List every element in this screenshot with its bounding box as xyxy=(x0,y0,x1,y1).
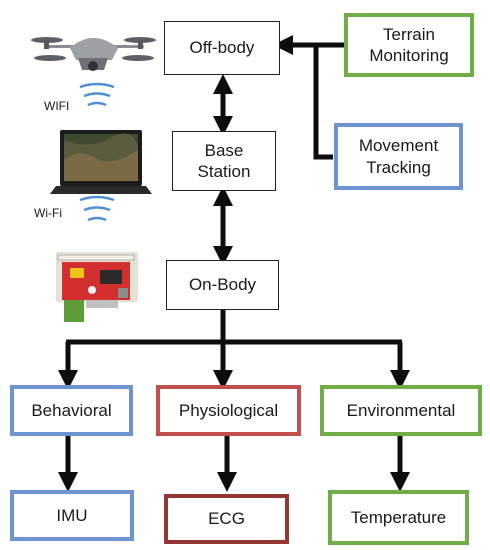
circuit-board-photo xyxy=(56,252,138,322)
movement-offbody-connector xyxy=(313,45,333,160)
base-station-label: Base Station xyxy=(197,140,251,181)
laptop-wifi-icon xyxy=(79,195,115,222)
behavioral-label: Behavioral xyxy=(31,400,112,420)
movement-tracking-node: Movement Tracking xyxy=(334,123,463,190)
movement-tracking-label: Movement Tracking xyxy=(358,136,439,177)
physiological-node: Physiological xyxy=(156,385,301,436)
temperature-label: Temperature xyxy=(350,507,447,527)
laptop-link-caption: Wi-Fi xyxy=(34,206,62,220)
physiological-label: Physiological xyxy=(178,400,279,420)
behavioral-node: Behavioral xyxy=(10,385,133,436)
temperature-node: Temperature xyxy=(328,490,469,545)
on-body-node: On-Body xyxy=(166,260,279,310)
drone-photo xyxy=(31,37,156,71)
drone-link-caption: WIFI xyxy=(44,99,70,113)
on-body-label: On-Body xyxy=(188,275,257,295)
ecg-node: ECG xyxy=(164,494,289,544)
laptop-photo xyxy=(50,130,152,194)
environmental-node: Environmental xyxy=(320,385,482,436)
off-body-label: Off-body xyxy=(189,38,255,58)
terrain-monitoring-node: Terrain Monitoring xyxy=(344,13,474,77)
imu-label: IMU xyxy=(56,505,88,525)
drone-wifi-icon xyxy=(79,82,115,107)
imu-node: IMU xyxy=(10,490,134,541)
base-station-node: Base Station xyxy=(172,131,276,191)
ecg-label: ECG xyxy=(208,509,245,529)
environmental-label: Environmental xyxy=(346,400,456,420)
off-body-node: Off-body xyxy=(164,21,280,75)
terrain-monitoring-label: Terrain Monitoring xyxy=(369,24,449,65)
